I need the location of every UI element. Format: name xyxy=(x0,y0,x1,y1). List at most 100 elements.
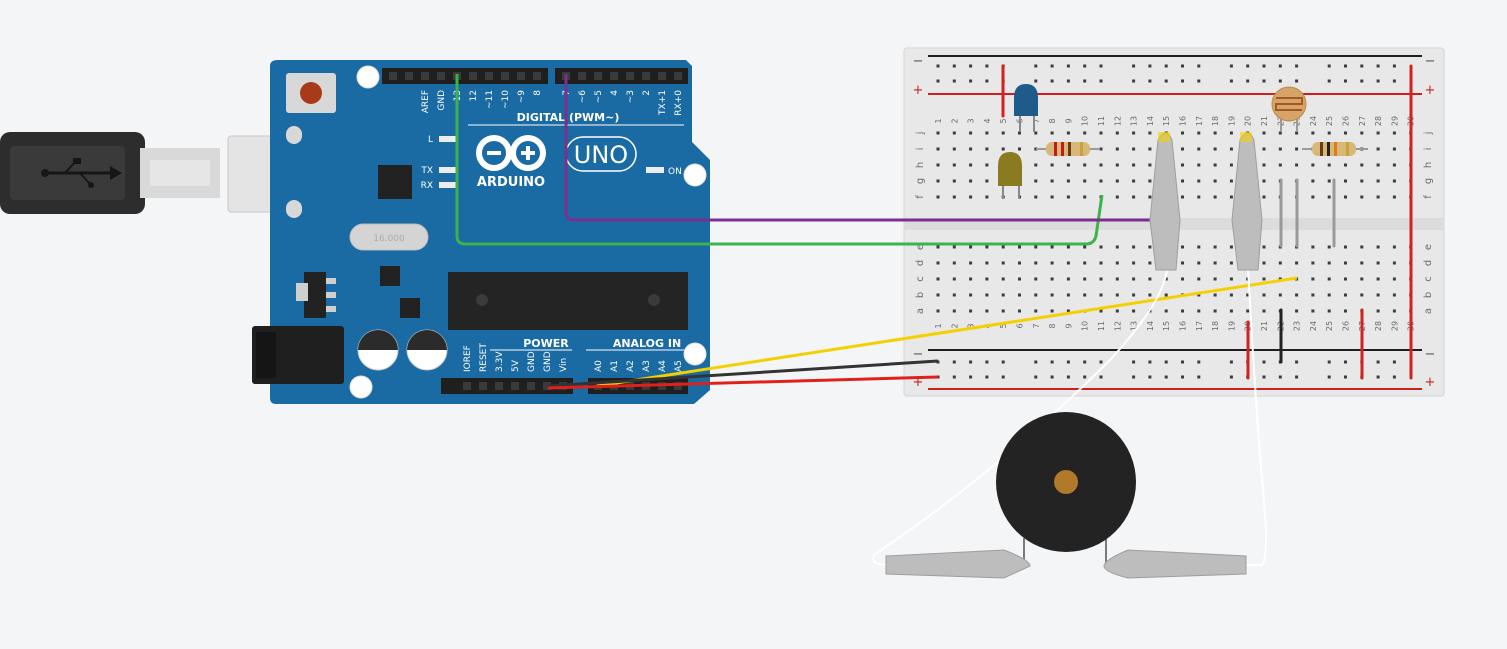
breadboard-hole[interactable] xyxy=(1246,293,1250,297)
breadboard-hole[interactable] xyxy=(1262,163,1266,167)
header-socket[interactable] xyxy=(626,72,634,80)
breadboard-hole[interactable] xyxy=(1001,277,1005,281)
breadboard-hole[interactable] xyxy=(1262,147,1266,151)
breadboard-hole[interactable] xyxy=(1001,293,1005,297)
rail-hole[interactable] xyxy=(1360,64,1364,68)
rail-hole[interactable] xyxy=(1099,360,1103,364)
breadboard-hole[interactable] xyxy=(952,245,956,249)
breadboard-hole[interactable] xyxy=(1327,163,1331,167)
rail-hole[interactable] xyxy=(1164,360,1168,364)
breadboard-hole[interactable] xyxy=(1229,309,1233,313)
header-socket[interactable] xyxy=(674,382,682,390)
breadboard-hole[interactable] xyxy=(1066,195,1070,199)
breadboard-hole[interactable] xyxy=(1344,195,1347,199)
usb-cable[interactable] xyxy=(0,132,337,214)
rail-hole[interactable] xyxy=(1197,64,1201,68)
breadboard-hole[interactable] xyxy=(936,309,940,313)
breadboard-hole[interactable] xyxy=(1262,277,1266,281)
breadboard-hole[interactable] xyxy=(952,293,956,297)
rail-hole[interactable] xyxy=(1376,360,1380,364)
breadboard-hole[interactable] xyxy=(1262,261,1266,265)
breadboard-hole[interactable] xyxy=(1213,179,1217,183)
rail-hole[interactable] xyxy=(1148,79,1152,83)
breadboard-hole[interactable] xyxy=(1099,277,1103,281)
breadboard-hole[interactable] xyxy=(1344,163,1347,167)
breadboard-hole[interactable] xyxy=(969,261,973,265)
breadboard-hole[interactable] xyxy=(1066,261,1070,265)
breadboard-hole[interactable] xyxy=(1018,309,1021,313)
arduino-uno-board[interactable]: 16.000 L TX RX ON xyxy=(252,60,710,404)
breadboard-hole[interactable] xyxy=(936,245,940,249)
rail-hole[interactable] xyxy=(985,360,989,364)
breadboard-hole[interactable] xyxy=(1115,163,1119,167)
rail-hole[interactable] xyxy=(1050,64,1054,68)
breadboard-hole[interactable] xyxy=(1197,293,1201,297)
breadboard-hole[interactable] xyxy=(1115,277,1119,281)
breadboard-hole[interactable] xyxy=(1246,309,1250,313)
alligator-clip[interactable] xyxy=(1149,132,1181,271)
breadboard-hole[interactable] xyxy=(1197,163,1201,167)
breadboard-hole[interactable] xyxy=(1181,179,1184,183)
breadboard-hole[interactable] xyxy=(969,277,973,281)
breadboard-hole[interactable] xyxy=(1115,195,1119,199)
header-socket[interactable] xyxy=(437,72,445,80)
breadboard-hole[interactable] xyxy=(1050,293,1054,297)
breadboard-hole[interactable] xyxy=(1344,293,1347,297)
rail-hole[interactable] xyxy=(1295,79,1299,83)
rail-hole[interactable] xyxy=(1262,360,1266,364)
rail-hole[interactable] xyxy=(985,375,989,379)
breadboard-hole[interactable] xyxy=(952,261,956,265)
rail-hole[interactable] xyxy=(936,79,940,83)
rail-hole[interactable] xyxy=(1327,360,1331,364)
breadboard-hole[interactable] xyxy=(1148,131,1152,135)
breadboard-hole[interactable] xyxy=(1360,131,1364,135)
breadboard-hole[interactable] xyxy=(1181,261,1184,265)
breadboard-hole[interactable] xyxy=(1132,277,1136,281)
breadboard-hole[interactable] xyxy=(1278,147,1282,151)
breadboard-hole[interactable] xyxy=(1327,179,1331,183)
photoresistor[interactable] xyxy=(1271,86,1307,132)
breadboard-hole[interactable] xyxy=(1083,261,1087,265)
breadboard-hole[interactable] xyxy=(1392,293,1396,297)
rail-hole[interactable] xyxy=(1099,64,1103,68)
breadboard-hole[interactable] xyxy=(1376,131,1380,135)
breadboard-hole[interactable] xyxy=(1018,293,1021,297)
breadboard-hole[interactable] xyxy=(1181,277,1184,281)
wire-yellow[interactable] xyxy=(596,276,1298,388)
breadboard-hole[interactable] xyxy=(1034,293,1038,297)
breadboard-hole[interactable] xyxy=(985,261,989,265)
rail-hole[interactable] xyxy=(1344,64,1347,68)
rail-hole[interactable] xyxy=(1066,360,1070,364)
breadboard-hole[interactable] xyxy=(1360,293,1364,297)
breadboard-hole[interactable] xyxy=(1066,179,1070,183)
breadboard-hole[interactable] xyxy=(1376,179,1380,183)
rail-hole[interactable] xyxy=(1132,360,1136,364)
breadboard-hole[interactable] xyxy=(952,309,956,313)
breadboard-hole[interactable] xyxy=(1083,293,1087,297)
breadboard-hole[interactable] xyxy=(1392,163,1396,167)
breadboard-hole[interactable] xyxy=(1376,277,1380,281)
rail-hole[interactable] xyxy=(1034,360,1038,364)
rail-hole[interactable] xyxy=(1229,375,1233,379)
breadboard-hole[interactable] xyxy=(1295,147,1299,151)
breadboard-hole[interactable] xyxy=(936,179,940,183)
breadboard-hole[interactable] xyxy=(1034,195,1038,199)
rail-hole[interactable] xyxy=(1197,79,1201,83)
rail-hole[interactable] xyxy=(1132,64,1136,68)
breadboard-hole[interactable] xyxy=(1034,245,1038,249)
rail-hole[interactable] xyxy=(1278,79,1282,83)
breadboard-hole[interactable] xyxy=(1213,245,1217,249)
breadboard-hole[interactable] xyxy=(1018,245,1021,249)
rail-hole[interactable] xyxy=(1392,79,1396,83)
breadboard-hole[interactable] xyxy=(936,195,940,199)
breadboard-hole[interactable] xyxy=(1376,163,1380,167)
dc-power-jack[interactable] xyxy=(252,326,344,384)
rail-hole[interactable] xyxy=(1197,360,1201,364)
breadboard-hole[interactable] xyxy=(1034,261,1038,265)
header-socket[interactable] xyxy=(610,72,618,80)
breadboard-hole[interactable] xyxy=(1344,245,1347,249)
breadboard-hole[interactable] xyxy=(985,195,989,199)
breadboard-hole[interactable] xyxy=(1197,309,1201,313)
breadboard-hole[interactable] xyxy=(969,147,973,151)
